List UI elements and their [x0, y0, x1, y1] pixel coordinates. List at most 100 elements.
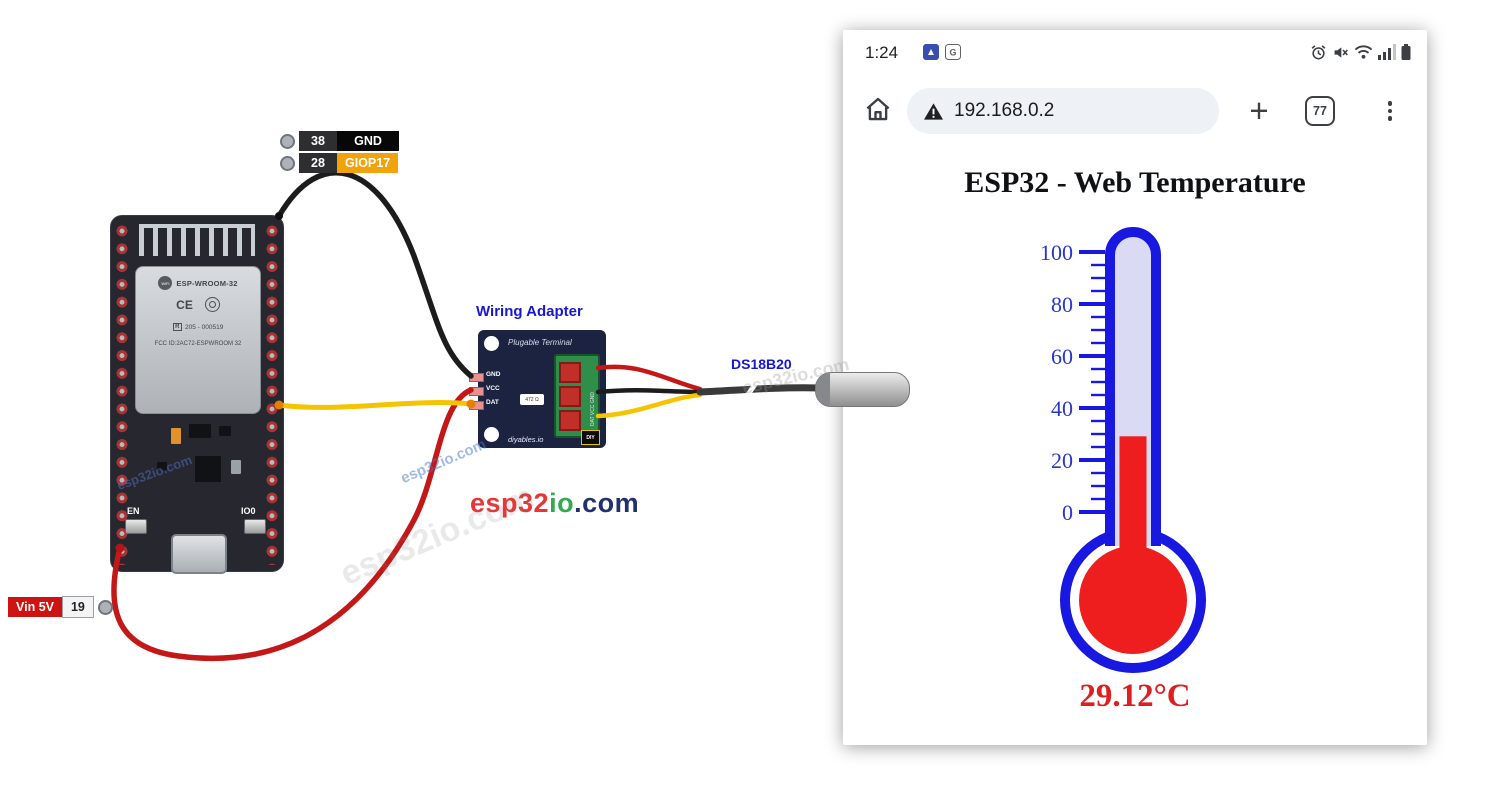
smd-component: [195, 456, 221, 482]
sensor-wire-black: [595, 387, 703, 395]
gnd-label-badge: GND: [337, 131, 399, 151]
smd-component: [171, 428, 181, 444]
terminal-clamp: [559, 386, 581, 407]
scale-label: 60: [1051, 344, 1073, 369]
phone-browser-screenshot: 1:24 G: [843, 30, 1427, 745]
resistor-value: 472 Ω: [525, 396, 539, 403]
tab-switcher-button[interactable]: 77: [1305, 96, 1335, 126]
mounting-hole: [484, 336, 499, 351]
io0-button: [244, 519, 266, 534]
callout-pin38-gnd: 38 GND: [280, 131, 399, 151]
gpio17-label-badge: GIOP17: [337, 153, 399, 173]
sensor-wire-yellow: [595, 392, 703, 419]
adapter-board-title: Plugable Terminal: [508, 338, 572, 347]
mute-icon: [1334, 46, 1348, 58]
adapter-pin-label: VCC: [486, 385, 500, 392]
pin-marker-dot: [280, 155, 295, 171]
logo-part-esp32: esp32: [470, 488, 550, 518]
temperature-reading: 29.12°C: [1079, 678, 1191, 714]
logo-part-io: io: [549, 488, 575, 518]
vin-label-badge: Vin 5V: [8, 597, 62, 617]
callout-pin28-gpio17: 28 GIOP17: [280, 153, 399, 173]
pullup-resistor: 472 Ω: [520, 394, 544, 405]
watermark: esp32io.com: [398, 435, 489, 487]
io0-button-label: IO0: [241, 506, 256, 516]
usb-connector: [171, 534, 227, 574]
sensor-cable: [696, 384, 824, 396]
wire-data-yellow: [276, 400, 474, 410]
smd-component: [189, 424, 211, 438]
adapter-brand: diyables.io: [508, 435, 544, 444]
scale-label: 80: [1051, 292, 1073, 317]
home-button[interactable]: [863, 94, 893, 124]
thermometer: 100 80 60 40 20 0: [1040, 227, 1206, 673]
cable-break-mark: [742, 374, 763, 402]
svg-text:G: G: [949, 48, 956, 58]
menu-dot: [1387, 108, 1393, 114]
en-button-label: EN: [127, 506, 140, 516]
reg-number: 205 - 000519: [185, 323, 224, 331]
scale-label: 20: [1051, 448, 1073, 473]
rf-shield: WiFi ESP-WROOM-32 CE R 205 - 000519 FCC …: [135, 266, 261, 414]
terminal-block: DAT VCC GND: [554, 354, 600, 438]
esp32io-logo: esp32io.com: [470, 488, 639, 519]
mounting-hole: [484, 427, 499, 442]
translate-icon: G: [945, 44, 961, 60]
menu-dot: [1387, 101, 1393, 106]
smd-component: [219, 426, 231, 436]
app-notification-icon: [923, 44, 939, 60]
smd-component: [157, 462, 167, 470]
pin-header-right: [263, 222, 281, 565]
ce-mark: CE: [176, 297, 193, 312]
antenna-trace: [139, 224, 255, 256]
smd-component: [231, 460, 241, 474]
logo-part-com: .com: [574, 488, 640, 518]
scale-label: 100: [1040, 240, 1073, 265]
url-bar[interactable]: 192.168.0.2: [907, 88, 1219, 134]
ds18b20-label: DS18B20: [731, 356, 792, 372]
wifi-icon: [1354, 45, 1373, 59]
wiring-adapter-board: Plugable Terminal GND VCC DAT 472 Ω DAT …: [469, 330, 606, 448]
adapter-pin-dat: [469, 401, 484, 410]
pin-marker-dot: [280, 133, 295, 149]
thermometer-scale-labels: 100 80 60 40 20 0: [1040, 240, 1073, 525]
terminal-clamp: [559, 410, 581, 431]
page-title: ESP32 - Web Temperature: [964, 166, 1306, 199]
pin-marker-dot: [97, 599, 113, 615]
adapter-pin-label: DAT: [486, 399, 499, 406]
diy-logo: DIY: [581, 430, 600, 445]
battery-icon: [1401, 43, 1411, 60]
adapter-pin-vcc: [469, 387, 484, 396]
terminal-pin-labels: DAT VCC GND: [590, 392, 597, 426]
wifi-logo-icon: WiFi: [158, 276, 173, 290]
scale-label: 0: [1062, 500, 1073, 525]
ds18b20-probe: [815, 372, 910, 407]
pin-number-badge: 19: [61, 596, 94, 618]
pin-number-badge: 28: [299, 153, 337, 173]
en-button: [125, 519, 147, 534]
status-time: 1:24: [865, 43, 899, 62]
r-certification-mark: R: [172, 323, 183, 331]
terminal-clamp: [559, 362, 581, 383]
probe-collar: [816, 373, 830, 406]
module-name: ESP-WROOM-32: [176, 278, 238, 288]
wire-gnd-black: [276, 170, 474, 379]
new-tab-button[interactable]: +: [1249, 92, 1269, 129]
thermometer-ticks: [1079, 250, 1105, 514]
callout-vin-5v: Vin 5V 19: [8, 596, 113, 618]
esp32-board: WiFi ESP-WROOM-32 CE R 205 - 000519 FCC …: [110, 215, 284, 574]
adapter-pin-label: GND: [486, 371, 501, 378]
scale-label: 40: [1051, 396, 1073, 421]
pin-number-badge: 38: [299, 131, 337, 151]
menu-dot: [1387, 116, 1393, 121]
alarm-icon: [1311, 44, 1326, 59]
url-text[interactable]: 192.168.0.2: [954, 100, 1055, 121]
adapter-pin-gnd: [469, 373, 484, 382]
sensor-wire-red: [595, 364, 703, 392]
wiring-adapter-heading: Wiring Adapter: [476, 303, 583, 320]
not-secure-warning-icon[interactable]: [923, 102, 944, 121]
menu-button[interactable]: [1381, 96, 1399, 126]
notification-icons: G: [923, 44, 961, 60]
spiral-logo-icon: [204, 297, 220, 312]
